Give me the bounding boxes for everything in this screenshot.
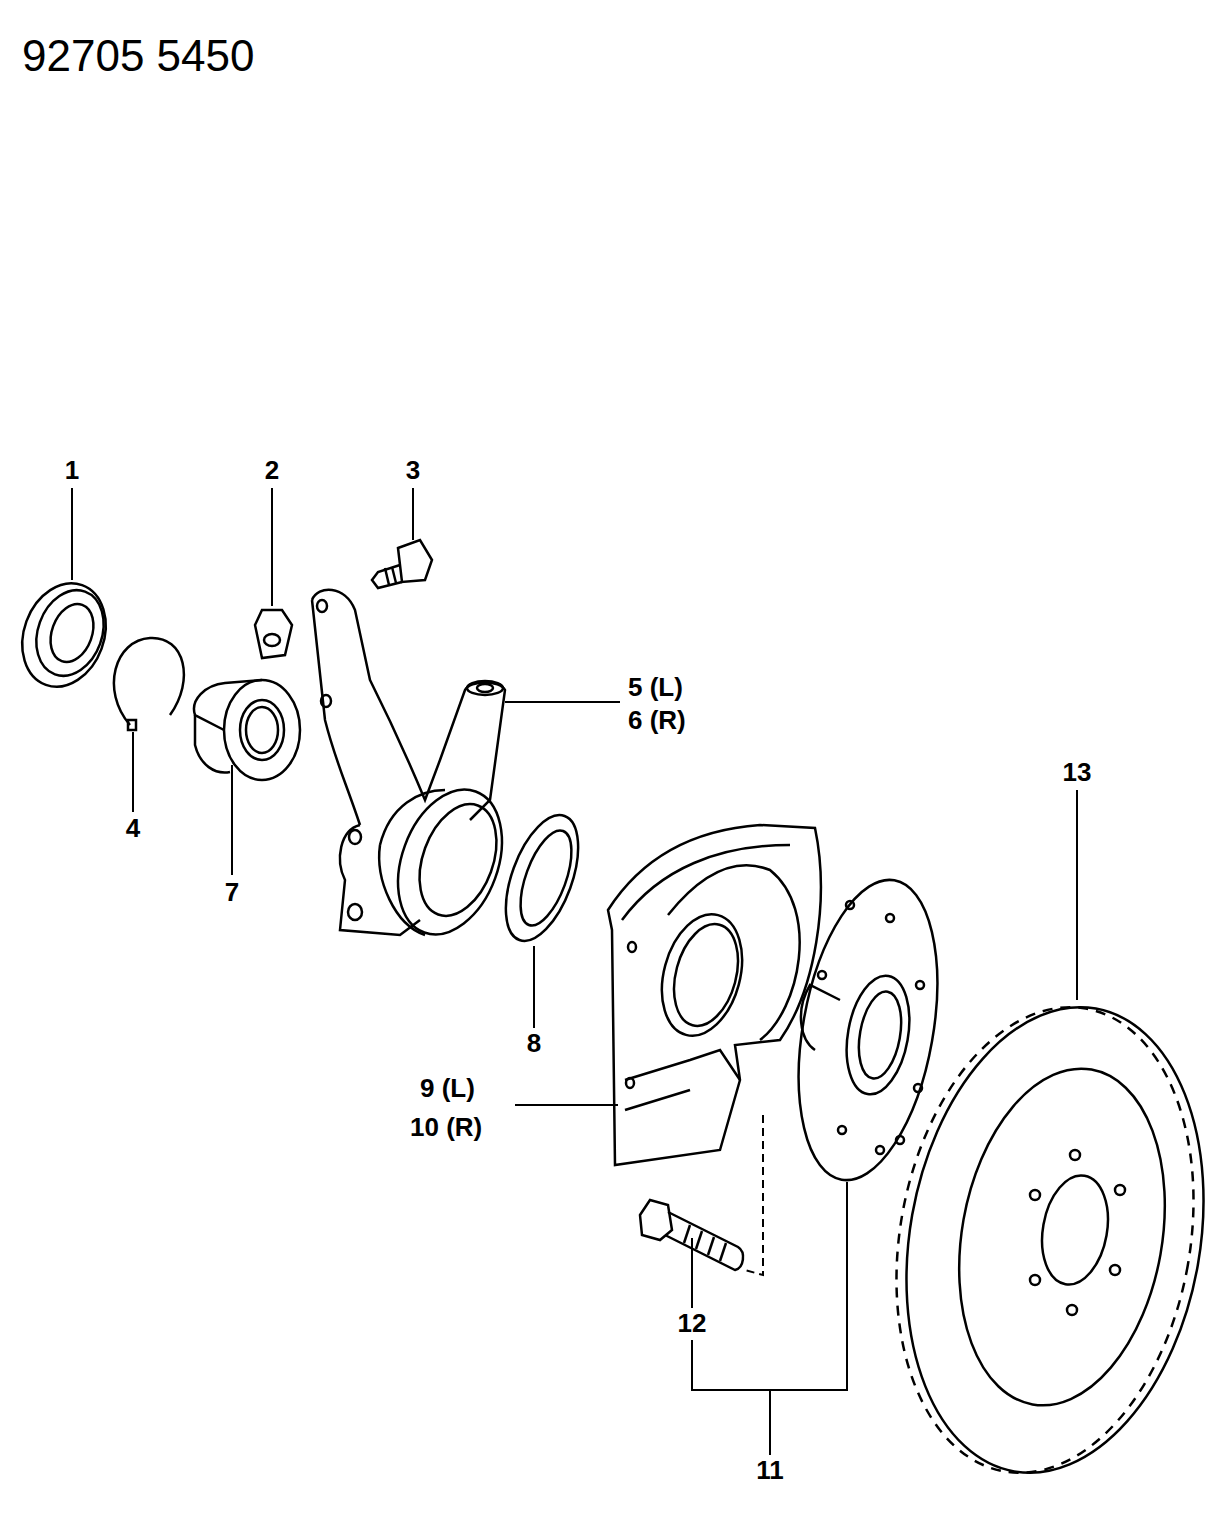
callout-number: 10 (R) [410, 1114, 482, 1140]
brake-disc [861, 983, 1220, 1496]
dust-seal [491, 806, 593, 951]
callout-number: 9 (L) [420, 1075, 475, 1101]
hub-bolt [640, 1200, 743, 1270]
callout-number: 6 (R) [628, 707, 686, 733]
callout-number: 1 [65, 457, 79, 483]
callout-number: 13 [1063, 759, 1092, 785]
dust-shield [608, 825, 821, 1165]
hub-bearing [194, 680, 300, 780]
callout-number: 8 [527, 1030, 541, 1056]
steering-knuckle [312, 590, 521, 949]
bolt [372, 540, 432, 588]
callout-number: 11 [756, 1457, 784, 1483]
snap-ring-end [128, 720, 136, 730]
callout-number: 12 [678, 1310, 707, 1336]
callout-number: 4 [126, 815, 140, 841]
nut [255, 610, 292, 658]
oil-seal [8, 572, 119, 699]
part-code-header: 92705 5450 [22, 34, 254, 78]
snap-ring [114, 638, 184, 725]
callout-number: 5 (L) [628, 674, 683, 700]
callout-number: 3 [406, 457, 420, 483]
callout-number: 2 [265, 457, 279, 483]
leader-lines [72, 488, 1077, 1455]
callout-number: 7 [225, 879, 239, 905]
